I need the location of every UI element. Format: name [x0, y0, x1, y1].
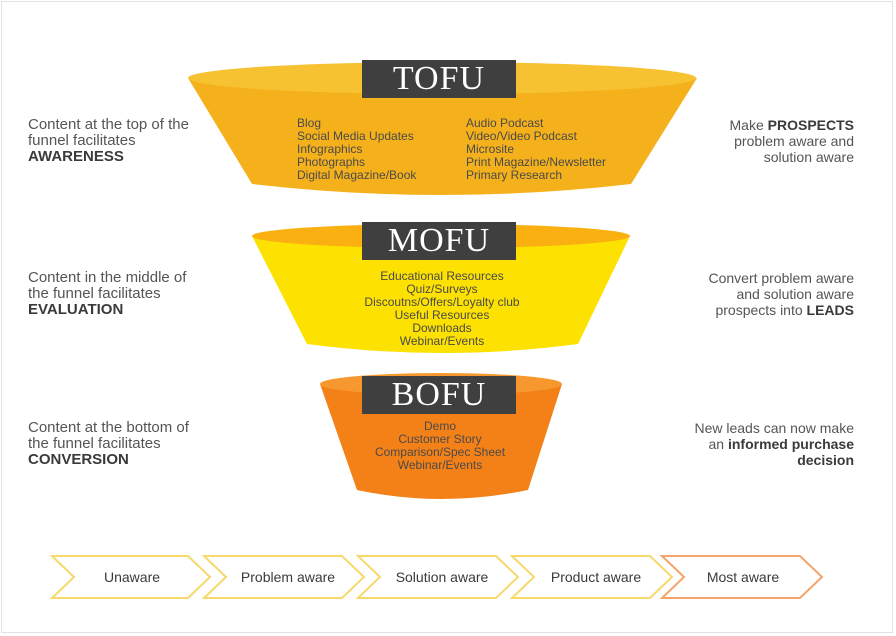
stage-emphasis: LEADS — [806, 302, 854, 318]
description-line: Content at the top of the — [28, 116, 189, 133]
description-line: an informed purchase — [694, 436, 855, 452]
list-item: Downloads — [412, 321, 472, 335]
tofu-items-col1: Blog Social Media Updates Infographics P… — [297, 117, 416, 182]
tofu-label: TOFU — [362, 60, 516, 98]
mofu-left-description: Content in the middle of the funnel faci… — [28, 270, 186, 318]
stage-label-solution-aware: Solution aware — [395, 569, 489, 585]
description-line: New leads can now make — [694, 420, 854, 436]
description-line: the funnel facilitates — [28, 435, 161, 452]
list-item: Infographics — [297, 142, 363, 156]
list-item: Digital Magazine/Book — [297, 168, 417, 182]
description-line: the funnel facilitates — [28, 285, 161, 302]
mofu-right-description: Convert problem aware and solution aware… — [708, 270, 854, 318]
bofu-left-description: Content at the bottom of the funnel faci… — [28, 420, 189, 468]
stage-emphasis: CONVERSION — [28, 451, 129, 468]
tofu-items-col2: Audio Podcast Video/Video Podcast Micros… — [466, 117, 606, 182]
list-item: Customer Story — [398, 432, 482, 446]
stage-emphasis: informed purchase — [727, 436, 854, 452]
description-line: funnel facilitates — [28, 132, 136, 149]
description-text: an — [708, 436, 728, 452]
list-item: Social Media Updates — [297, 129, 414, 143]
bofu-label: BOFU — [362, 376, 516, 414]
stage-emphasis: EVALUATION — [28, 301, 124, 318]
description-text: prospects into — [715, 302, 807, 318]
tofu-funnel-body — [188, 78, 697, 195]
description-line: solution aware — [763, 149, 854, 165]
list-item: Webinar/Events — [397, 458, 483, 472]
bofu-items: Demo Customer Story Comparison/Spec Shee… — [350, 420, 530, 472]
list-item: Print Magazine/Newsletter — [466, 155, 607, 169]
mofu-funnel-body — [252, 236, 630, 353]
stage-emphasis: AWARENESS — [28, 148, 124, 165]
description-line: prospects into LEADS — [708, 302, 854, 318]
list-item: Primary Research — [466, 168, 563, 182]
stage-label-unaware: Unaware — [103, 569, 161, 585]
mofu-items: Educational Resources Quiz/Surveys Disco… — [342, 270, 542, 348]
list-item: Educational Resources — [380, 269, 504, 283]
tofu-right-description: Make PROSPECTS problem aware and solutio… — [730, 117, 854, 165]
tofu-left-description: Content at the top of the funnel facilit… — [28, 117, 189, 165]
mofu-label: MOFU — [362, 222, 516, 260]
list-item: Quiz/Surveys — [406, 282, 478, 296]
description-text: Make — [729, 117, 768, 133]
description-line: problem aware and — [734, 133, 854, 149]
description-line: Content in the middle of — [28, 269, 187, 286]
stage-label-problem-aware: Problem aware — [240, 569, 336, 585]
list-item: Discoutns/Offers/Loyalty club — [364, 295, 520, 309]
list-item: Audio Podcast — [466, 116, 544, 130]
list-item: Blog — [297, 116, 322, 130]
stage-chevron-problem-aware — [201, 555, 366, 599]
description-line: Convert problem aware — [708, 270, 854, 286]
description-line: Make PROSPECTS — [730, 117, 854, 133]
bofu-right-description: New leads can now make an informed purch… — [694, 420, 854, 468]
list-item: Demo — [423, 419, 456, 433]
list-item: Microsite — [466, 142, 515, 156]
list-item: Useful Resources — [394, 308, 490, 322]
description-line: and solution aware — [736, 286, 854, 302]
list-item: Comparison/Spec Sheet — [374, 445, 506, 459]
list-item: Video/Video Podcast — [466, 129, 577, 143]
stage-label-most-aware: Most aware — [706, 569, 780, 585]
stage-chevron-solution-aware — [355, 555, 520, 599]
stage-emphasis: decision — [797, 452, 854, 468]
list-item: Photographs — [297, 155, 366, 169]
stage-chevron-most-aware — [659, 555, 824, 599]
stage-chevron-unaware — [49, 555, 212, 599]
stage-chevron-product-aware — [509, 555, 674, 599]
list-item: Webinar/Events — [399, 334, 485, 348]
description-line: Content at the bottom of — [28, 419, 189, 436]
stage-label-product-aware: Product aware — [550, 569, 642, 585]
stage-emphasis: PROSPECTS — [767, 117, 854, 133]
